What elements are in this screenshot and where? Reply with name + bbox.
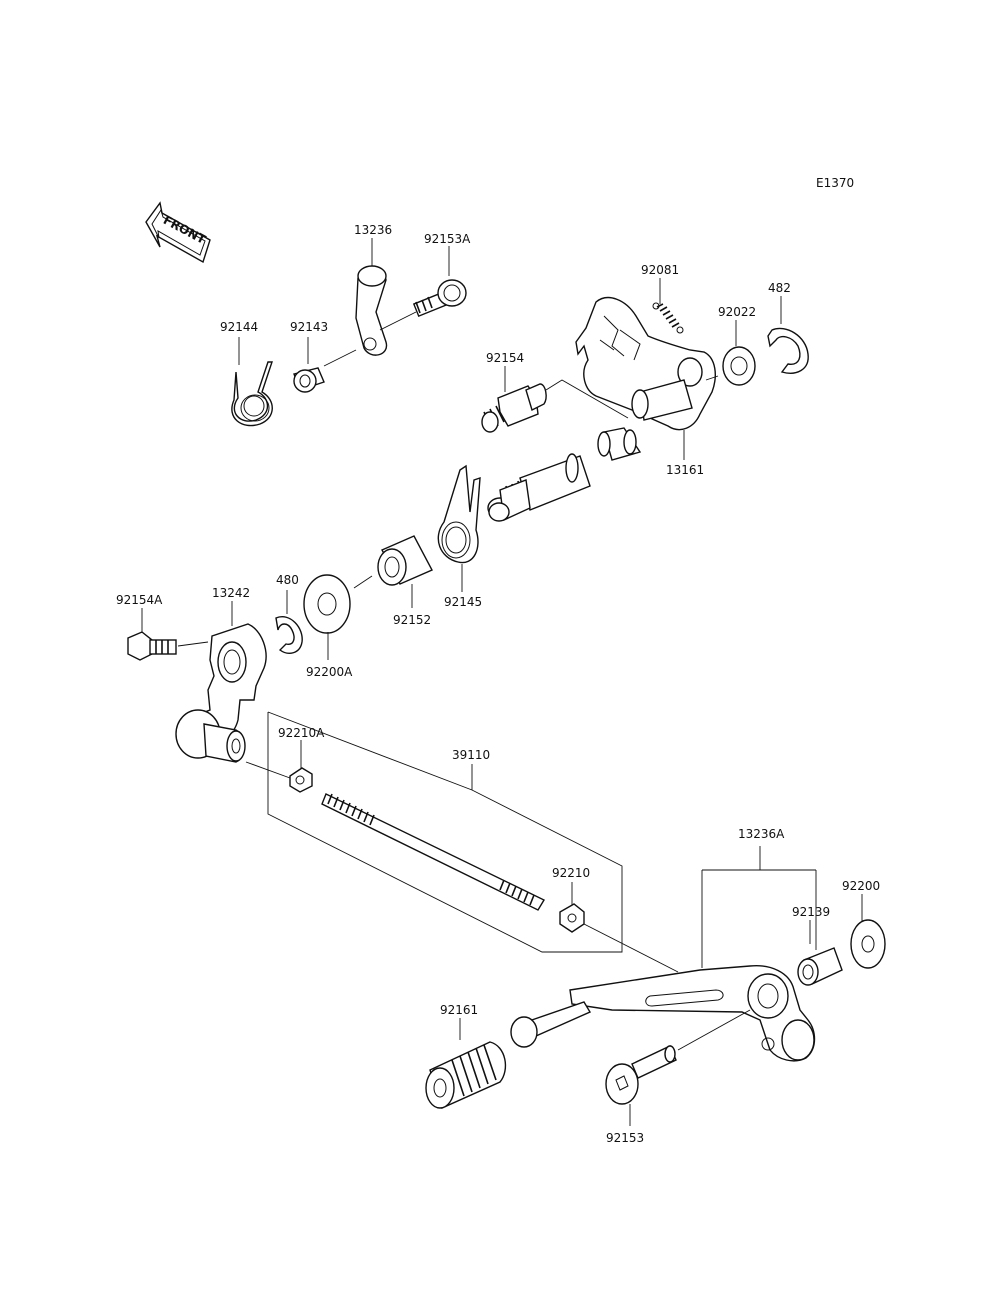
label-39110: 39110 [452,748,490,762]
bolt-92153 [605,1045,677,1126]
label-92200A: 92200A [306,665,353,679]
label-92022: 92022 [718,305,756,319]
washer-92022 [722,320,756,386]
label-92154A: 92154A [116,593,163,607]
spring-92145 [437,464,481,592]
shift-shaft-13161 [487,297,716,522]
label-92154: 92154 [486,351,524,365]
tie-rod [321,793,545,911]
label-13161: 13161 [666,463,704,477]
label-92144: 92144 [220,320,258,334]
spring-92144 [231,337,273,427]
label-480: 480 [276,573,299,587]
collar-92139 [797,920,843,986]
nut-92210 [559,882,585,933]
spring-92081 [652,278,684,334]
label-13236A: 13236A [738,827,785,841]
label-92210: 92210 [552,866,590,880]
label-92143: 92143 [290,320,328,334]
label-92210A: 92210A [278,726,325,740]
washer-92200A [303,574,351,660]
label-92139: 92139 [792,905,830,919]
lever-13242 [175,601,267,763]
diagram-code: E1370 [816,176,854,190]
label-13242: 13242 [212,586,250,600]
label-92161: 92161 [440,1003,478,1017]
label-92152: 92152 [393,613,431,627]
collar-92152 [377,535,433,608]
label-482: 482 [768,281,791,295]
label-92153: 92153 [606,1131,644,1145]
tie-rod-kit-39110 [267,711,623,953]
collar-92143 [293,337,325,393]
label-92081: 92081 [641,263,679,277]
bolt-92154A [127,608,177,661]
nut-92210A [289,740,313,793]
bolt-92154 [481,366,547,433]
front-arrow-icon: FRONT [145,201,211,264]
link-arm-13236 [355,238,388,356]
label-13236: 13236 [354,223,392,237]
label-92200: 92200 [842,879,880,893]
bolt-92153A [412,246,467,318]
label-92153A: 92153A [424,232,471,246]
circlip-480 [275,590,303,654]
shift-pedal-13236A [510,965,816,1062]
label-92145: 92145 [444,595,482,609]
bracket-13236A [701,846,817,968]
circlip-482 [767,296,809,374]
rubber-92161 [425,1018,507,1109]
washer-92200 [850,894,886,969]
